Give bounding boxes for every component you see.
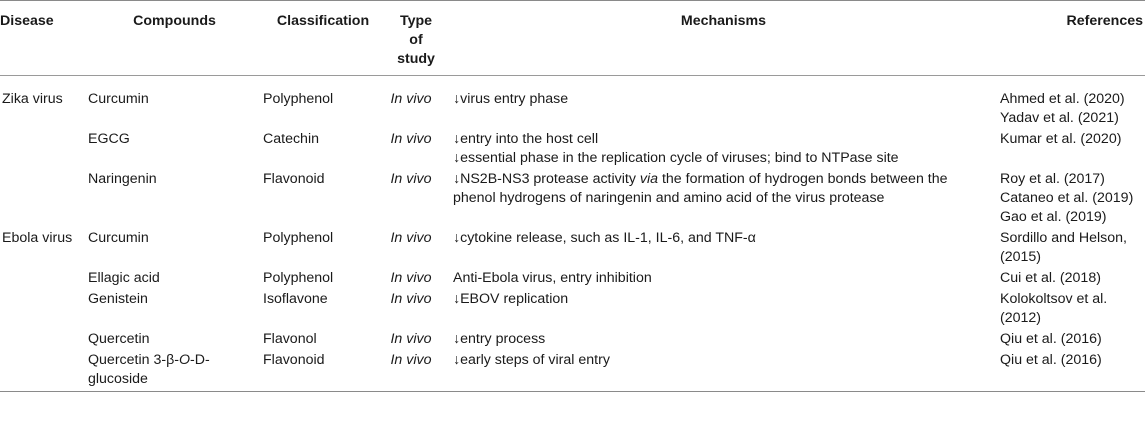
reference-line: Ahmed et al. (2020) [1000,91,1125,107]
cell-classification: Polyphenol [263,91,334,107]
cell-compound: Quercetin 3-β-O-D-glucoside [86,351,263,392]
reference-line: Gao et al. (2019) [1000,209,1107,225]
cell-references: Roy et al. (2017) Cataneo et al. (2019) … [998,170,1145,229]
header-disease: Disease [0,0,86,76]
reference-line: Kumar et al. (2020) [1000,131,1122,147]
mechanism-line: ↓entry into the host cell [453,131,599,147]
reference-line: Kolokoltsov et al. (2012) [1000,291,1108,326]
cell-disease: Zika virus [2,91,63,107]
header-type-of-study: Type of study [383,0,449,76]
cell-compound: EGCG [88,131,130,147]
cell-classification: Flavonoid [263,171,325,187]
table-row: Quercetin 3-β-O-D-glucoside Flavonoid In… [0,351,1145,392]
cell-type: In vivo [390,131,432,147]
cell-type: In vivo [390,270,432,286]
table-body: Zika virus Curcumin Polyphenol In vivo ↓… [0,76,1145,392]
cell-references: Kumar et al. (2020) [998,130,1145,170]
cell-compound: Quercetin [88,331,150,347]
reference-line: Sordillo and Helson, (2015) [1000,230,1127,265]
cell-references: Ahmed et al. (2020) Yadav et al. (2021) [998,76,1145,131]
cell-classification: Polyphenol [263,270,334,286]
table-header: Disease Compounds Classification Type of… [0,0,1145,76]
cell-compound: Naringenin [88,171,157,187]
table-row: Genistein Isoflavone In vivo ↓EBOV repli… [0,290,1145,330]
reference-line: Cataneo et al. (2019) [1000,190,1134,206]
cell-references: Kolokoltsov et al. (2012) [998,290,1145,330]
cell-mechanism: ↓early steps of viral entry [449,351,998,392]
cell-type: In vivo [390,91,432,107]
cell-references: Cui et al. (2018) [998,269,1145,290]
cell-disease [0,330,86,351]
reference-line: Qiu et al. (2016) [1000,331,1102,347]
compound-text-italic: O [178,352,190,368]
cell-type: In vivo [390,291,432,307]
mechanism-line: ↓early steps of viral entry [453,352,610,368]
mechanism-line: ↓cytokine release, such as IL-1, IL-6, a… [453,230,756,246]
cell-disease [0,170,86,229]
cell-disease [0,290,86,330]
table-row: Ebola virus Curcumin Polyphenol In vivo … [0,229,1145,269]
reference-line: Qiu et al. (2016) [1000,352,1102,368]
cell-mechanism: Anti-Ebola virus, entry inhibition [449,269,998,290]
header-mechanisms: Mechanisms [449,0,998,76]
mechanism-line: ↓EBOV replication [453,291,569,307]
cell-type: In vivo [390,331,432,347]
table-row: EGCG Catechin In vivo ↓entry into the ho… [0,130,1145,170]
header-classification: Classification [263,0,383,76]
cell-references: Sordillo and Helson, (2015) [998,229,1145,269]
table-row: Ellagic acid Polyphenol In vivo Anti-Ebo… [0,269,1145,290]
cell-classification: Flavonoid [263,351,383,392]
cell-type: In vivo [390,230,432,246]
cell-classification: Polyphenol [263,230,334,246]
cell-references: Qiu et al. (2016) [998,351,1145,392]
table-row: Naringenin Flavonoid In vivo ↓NS2B-NS3 p… [0,170,1145,229]
cell-mechanism: ↓entry process [449,330,998,351]
cell-disease [0,351,86,392]
reference-line: Yadav et al. (2021) [1000,110,1119,126]
table-row: Zika virus Curcumin Polyphenol In vivo ↓… [0,76,1145,131]
mechanism-line: ↓entry process [453,331,546,347]
header-references: References [998,0,1145,76]
header-compounds: Compounds [86,0,263,76]
header-type-line-2: of [409,32,423,48]
cell-classification: Catechin [263,131,319,147]
reference-line: Roy et al. (2017) [1000,171,1105,187]
compounds-table: Disease Compounds Classification Type of… [0,0,1145,392]
mechanism-text-pre: ↓NS2B-NS3 protease activity [453,171,640,187]
mechanism-line: Anti-Ebola virus, entry inhibition [453,270,652,286]
cell-classification: Flavonol [263,331,317,347]
compound-text-post: -D-glucoside [88,352,210,387]
mechanism-line: ↓virus entry phase [453,91,569,107]
mechanism-text-post: the formation of hydrogen bonds between … [453,171,948,206]
cell-compound: Curcumin [88,230,149,246]
table-row: Quercetin Flavonol In vivo ↓entry proces… [0,330,1145,351]
cell-type: In vivo [383,351,449,392]
cell-mechanism: ↓NS2B-NS3 protease activity via the form… [449,170,998,229]
header-type-line-1: Type [399,13,433,29]
cell-type: In vivo [390,171,432,187]
cell-compound: Ellagic acid [88,270,160,286]
cell-disease [0,269,86,290]
compound-text-pre: Quercetin 3-β- [88,352,179,368]
cell-disease [0,130,86,170]
cell-mechanism: ↓EBOV replication [449,290,998,330]
mechanism-text-italic: via [639,171,659,187]
cell-compound: Curcumin [88,91,149,107]
cell-mechanism: ↓cytokine release, such as IL-1, IL-6, a… [449,229,998,269]
cell-compound: Genistein [88,291,148,307]
mechanism-line: ↓essential phase in the replication cycl… [453,150,899,166]
cell-disease: Ebola virus [2,230,73,246]
cell-mechanism: ↓virus entry phase [449,76,998,131]
cell-classification: Isoflavone [263,291,328,307]
header-type-line-3: study [397,51,435,67]
cell-references: Qiu et al. (2016) [998,330,1145,351]
reference-line: Cui et al. (2018) [1000,270,1101,286]
cell-mechanism: ↓entry into the host cell ↓essential pha… [449,130,998,170]
